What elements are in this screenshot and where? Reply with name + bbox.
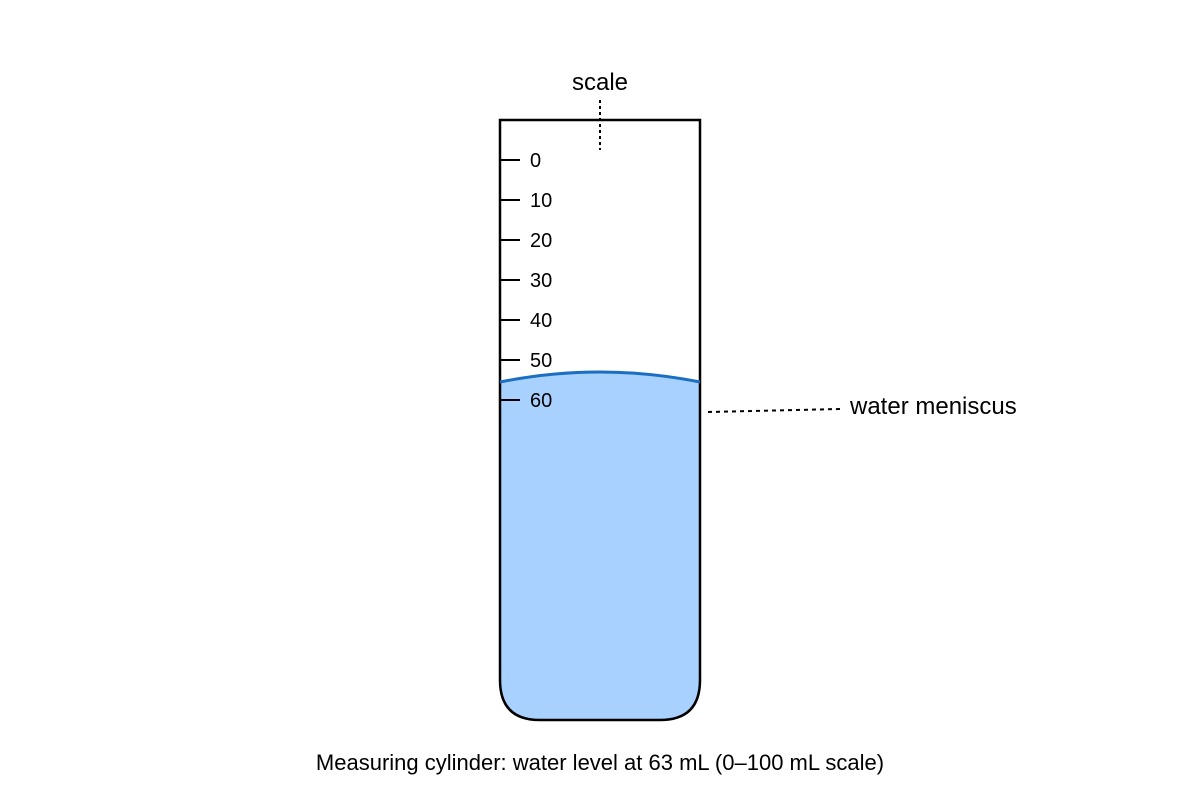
water-body <box>500 372 700 720</box>
scale-tick-label: 20 <box>530 230 552 252</box>
meniscus-label: water meniscus <box>849 393 1017 420</box>
scale-label: scale <box>572 69 628 96</box>
scale-tick-label: 10 <box>530 190 552 212</box>
scale-ticks: 0 10 20 30 40 50 60 <box>500 150 552 412</box>
diagram-caption: Measuring cylinder: water level at 63 mL… <box>316 750 884 775</box>
water-meniscus <box>499 370 701 384</box>
scale-tick-label: 30 <box>530 270 552 292</box>
cylinder-outline <box>498 118 702 722</box>
scale-tick-label: 40 <box>530 310 552 332</box>
scale-tick-label: 60 <box>530 390 552 412</box>
scale-tick-label: 50 <box>530 350 552 372</box>
scale-tick-label: 0 <box>530 150 541 172</box>
meniscus-leader-line <box>707 408 841 413</box>
